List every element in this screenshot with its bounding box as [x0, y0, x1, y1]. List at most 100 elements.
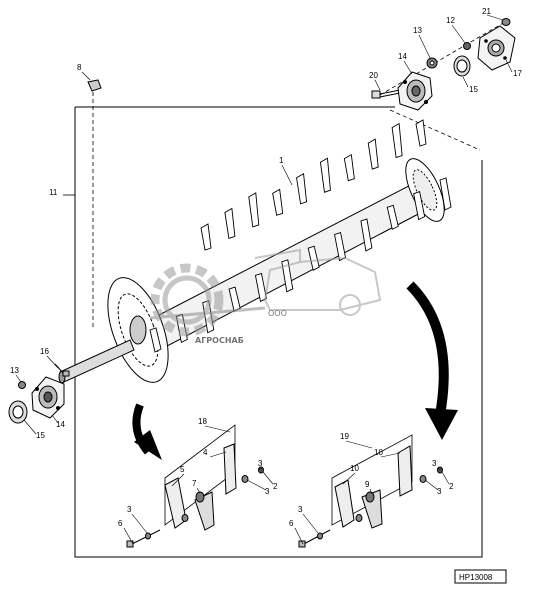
leader-line: [486, 14, 504, 21]
leader-line: [196, 487, 201, 494]
leader-line: [123, 527, 134, 545]
tine: [386, 204, 399, 230]
leader-line: [46, 355, 59, 369]
leader-line: [171, 473, 185, 487]
leader-line: [281, 164, 293, 186]
fitting-21: [501, 18, 511, 26]
leader-line: [294, 527, 304, 545]
callout-13-left: 13: [10, 366, 19, 375]
gear-logo: [150, 263, 224, 337]
callout-14-left: 14: [56, 420, 65, 429]
leader-line: [246, 479, 267, 491]
top-bearing-group: [371, 18, 516, 151]
leader-line: [380, 452, 401, 458]
tine: [415, 119, 427, 147]
washer-12: [463, 42, 471, 50]
leader-line: [23, 419, 37, 435]
callout-10-b: 10: [374, 448, 383, 457]
bolt-6-l: [129, 529, 161, 546]
bearing-15-left: [8, 400, 28, 424]
callout-labels: 21 12 13 8 14 17 20 15 1 11 16 13 14 15 …: [10, 7, 522, 528]
tine: [343, 153, 355, 182]
tine: [272, 188, 284, 216]
leader-line: [51, 414, 59, 424]
tine: [248, 192, 260, 228]
rotor-assembly-1: [58, 158, 446, 384]
tine: [360, 218, 373, 252]
callout-9: 9: [365, 480, 370, 489]
tine: [439, 177, 452, 211]
callout-3-l1: 3: [258, 459, 263, 468]
bolt-6-r: [301, 529, 331, 546]
tine: [367, 138, 379, 170]
leader-line: [257, 467, 263, 471]
callout-12: 12: [446, 16, 455, 25]
figure-code: HP13008: [459, 573, 493, 582]
leader-line: [345, 440, 373, 449]
callout-16: 16: [40, 347, 49, 356]
nut-3-r1: [419, 475, 427, 483]
callout-13-top: 13: [413, 26, 422, 35]
assembly-frame: [74, 106, 483, 558]
watermark-prefix: ООО: [268, 309, 287, 318]
bearing-15-top: [453, 55, 471, 77]
leader-line: [418, 34, 431, 59]
leader-line: [441, 471, 450, 485]
leader-line: [436, 467, 442, 471]
nut-3-l2: [181, 514, 189, 522]
leader-line: [505, 59, 513, 73]
tine: [307, 245, 320, 271]
leader-line: [262, 471, 274, 485]
figure-code-box: HP13008: [454, 569, 507, 584]
callout-6-l: 6: [118, 519, 123, 528]
callout-17: 17: [513, 69, 522, 78]
callout-6-r: 6: [289, 519, 294, 528]
leader-line: [451, 24, 466, 44]
callout-11: 11: [49, 188, 58, 197]
tine: [254, 272, 267, 303]
tine: [224, 207, 236, 240]
leader-line: [209, 451, 227, 458]
leader-line: [15, 374, 22, 383]
knife-kit-18: [126, 424, 264, 548]
callout-1: 1: [279, 156, 284, 165]
callout-3-r1: 3: [432, 459, 437, 468]
leader-line: [81, 71, 91, 81]
tine: [281, 259, 294, 293]
callout-7: 7: [192, 479, 197, 488]
bearing-flange-14-left: [31, 376, 65, 419]
harvester-logo: [254, 248, 382, 316]
callout-10-a: 10: [350, 464, 359, 473]
leader-line: [403, 60, 413, 75]
tine: [413, 191, 426, 221]
callout-15-top: 15: [469, 85, 478, 94]
leader-line: [204, 425, 231, 433]
callout-3-l3: 3: [127, 505, 132, 514]
knife-4: [223, 443, 237, 495]
callout-2-l: 2: [273, 482, 278, 491]
knife-10-a: [334, 479, 355, 528]
bolt-16: [54, 363, 70, 377]
bushing-9: [365, 491, 375, 503]
fitting-8: [87, 79, 102, 330]
leader-line: [131, 513, 148, 534]
callout-3-r2: 3: [437, 487, 442, 496]
detail-arrows: [132, 281, 458, 460]
leader-line: [462, 76, 469, 88]
tine: [391, 122, 403, 159]
knife-kit-19: [298, 434, 443, 548]
nut-13-left: [18, 381, 26, 389]
callout-5: 5: [180, 465, 185, 474]
tine: [296, 173, 308, 205]
tine: [149, 327, 162, 353]
washer-2-r: [437, 466, 443, 474]
leader-line: [369, 488, 373, 495]
leader-line: [342, 472, 356, 485]
callout-21: 21: [482, 7, 491, 16]
bushing-7: [195, 491, 205, 503]
callout-3-l2: 3: [265, 487, 270, 496]
leader-line: [302, 513, 319, 534]
nut-13-top: [426, 57, 438, 69]
